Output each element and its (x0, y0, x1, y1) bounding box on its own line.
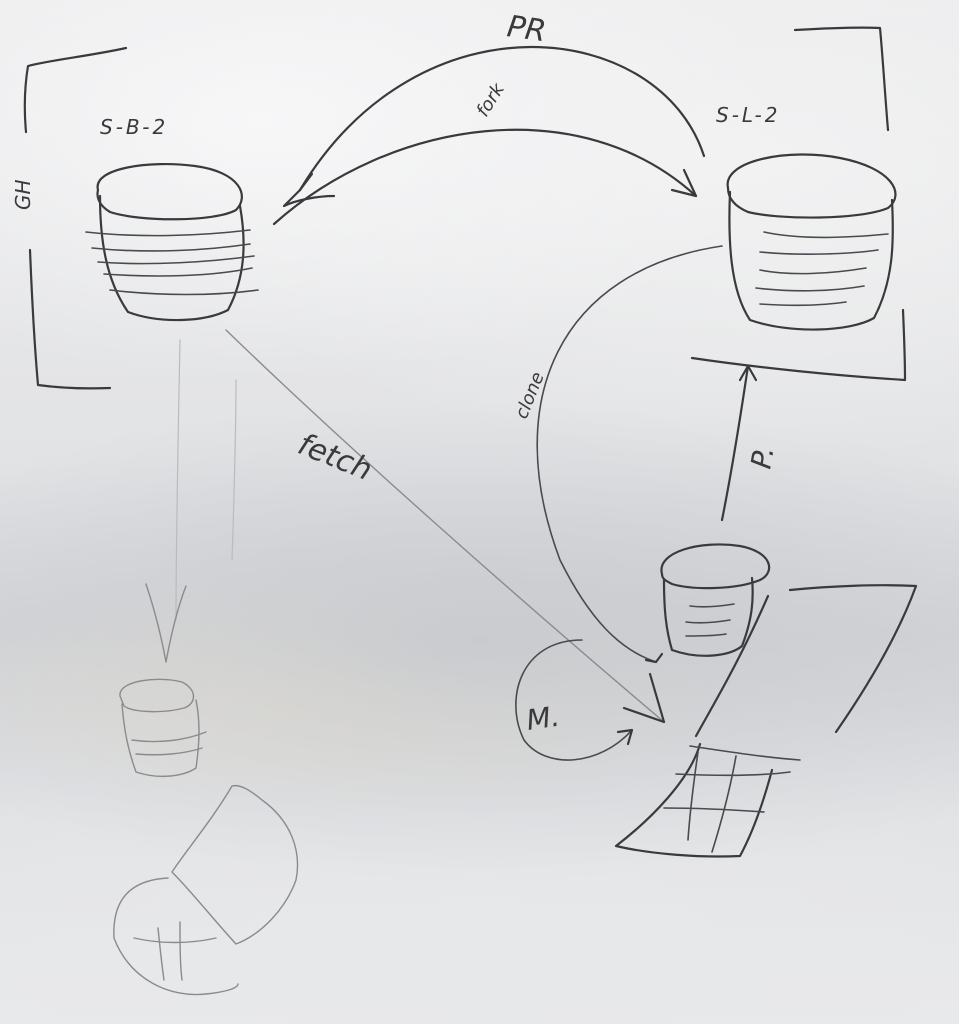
left-repo-label: S-B-2 (100, 115, 168, 139)
local-database-icon (660, 543, 771, 657)
fetch-arrow (225, 329, 666, 724)
small-database-icon (119, 678, 207, 777)
left-database-icon (85, 163, 259, 322)
right-bracket (690, 26, 907, 382)
modify-arrow (515, 639, 634, 761)
push-label: P. (744, 444, 780, 471)
pr-arrow (282, 46, 706, 208)
small-laptop-icon (113, 784, 299, 996)
push-arrow (720, 364, 758, 522)
fork-arrow (272, 128, 698, 226)
gh-label: GH (11, 179, 35, 210)
modify-label: M. (524, 700, 561, 737)
ghost-arrow (145, 339, 237, 663)
clone-arrow (536, 245, 723, 664)
gh-bracket (23, 46, 128, 390)
fork-label: fork (472, 78, 509, 120)
right-database-icon (726, 153, 897, 331)
laptop-icon (614, 584, 918, 858)
fetch-label: fetch (293, 427, 377, 488)
pr-label: PR (505, 9, 548, 49)
right-repo-label: S-L-2 (716, 103, 780, 127)
